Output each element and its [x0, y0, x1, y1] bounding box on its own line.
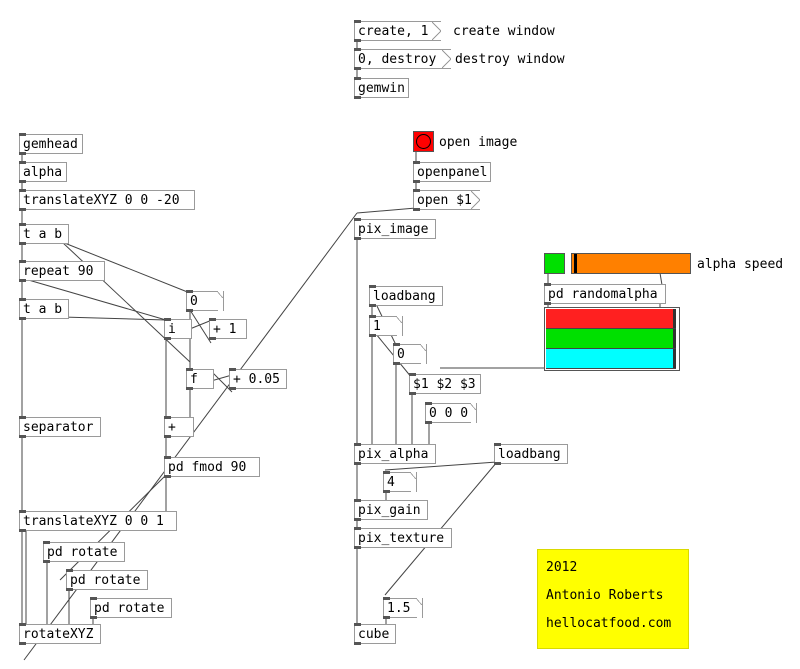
- alpha-toggle[interactable]: [544, 253, 565, 274]
- openpanel-object[interactable]: openpanel: [413, 161, 491, 183]
- repeat-object[interactable]: repeat 90: [19, 260, 105, 282]
- number-box-four[interactable]: 4: [383, 471, 417, 493]
- credit-year: 2012: [546, 560, 578, 575]
- f-object[interactable]: f: [186, 368, 214, 390]
- randomalpha-gop-display: [544, 307, 680, 371]
- destroy-window-message[interactable]: 0, destroy: [354, 48, 451, 70]
- pix-texture-object[interactable]: pix_texture: [354, 527, 452, 549]
- translate-xyz-bottom-object[interactable]: translateXYZ 0 0 1: [19, 510, 177, 532]
- credit-site: hellocatfood.com: [546, 616, 672, 631]
- counter-number-box[interactable]: 0: [186, 290, 224, 312]
- loadbang-object-1[interactable]: loadbang: [369, 285, 443, 307]
- green-bar: [546, 329, 676, 349]
- i-object[interactable]: i: [164, 318, 192, 340]
- number-box-one-point-five[interactable]: 1.5: [383, 597, 423, 619]
- alpha-speed-slider[interactable]: [571, 253, 691, 274]
- separator-object[interactable]: separator: [19, 416, 101, 438]
- number-box-zero[interactable]: 0: [393, 343, 427, 365]
- plus-one-object[interactable]: + 1: [209, 318, 247, 340]
- create-window-message[interactable]: create, 1: [354, 20, 441, 42]
- cube-object[interactable]: cube: [354, 623, 396, 645]
- rotate-subpatch-3[interactable]: pd rotate: [90, 597, 172, 619]
- cyan-bar: [546, 349, 676, 369]
- pix-gain-object[interactable]: pix_gain: [354, 499, 428, 521]
- red-bar: [546, 309, 676, 329]
- trigger-object-2[interactable]: t a b: [19, 298, 69, 320]
- open-image-comment: open image: [439, 135, 518, 150]
- rotate-subpatch-1[interactable]: pd rotate: [43, 541, 125, 563]
- translate-xyz-top-object[interactable]: translateXYZ 0 0 -20: [19, 189, 195, 211]
- trigger-object-1[interactable]: t a b: [19, 223, 69, 245]
- open-file-message[interactable]: open $1: [413, 189, 480, 211]
- rgb-message[interactable]: $1 $2 $3: [409, 373, 481, 395]
- zeros-message[interactable]: 0 0 0: [425, 402, 477, 424]
- destroy-window-comment: destroy window: [455, 52, 565, 67]
- credit-canvas: 2012 Antonio Roberts hellocatfood.com: [537, 549, 689, 649]
- randomalpha-subpatch[interactable]: pd randomalpha: [544, 283, 666, 305]
- rotate-subpatch-2[interactable]: pd rotate: [66, 569, 148, 591]
- pix-alpha-object[interactable]: pix_alpha: [354, 443, 436, 465]
- alpha-object[interactable]: alpha: [19, 161, 67, 183]
- pix-image-object[interactable]: pix_image: [354, 218, 436, 240]
- alpha-speed-comment: alpha speed: [697, 257, 784, 272]
- fmod-subpatch[interactable]: pd fmod 90: [164, 456, 260, 478]
- gemwin-object[interactable]: gemwin: [354, 77, 409, 99]
- gemhead-object[interactable]: gemhead: [19, 133, 83, 155]
- open-image-bang[interactable]: [413, 131, 434, 152]
- loadbang-object-2[interactable]: loadbang: [494, 443, 568, 465]
- rotate-xyz-object[interactable]: rotateXYZ: [19, 623, 101, 645]
- plus-object[interactable]: +: [164, 416, 194, 438]
- credit-author: Antonio Roberts: [546, 588, 664, 603]
- plus-005-object[interactable]: + 0.05: [229, 368, 287, 390]
- create-window-comment: create window: [453, 24, 555, 39]
- number-box-one[interactable]: 1: [369, 315, 403, 337]
